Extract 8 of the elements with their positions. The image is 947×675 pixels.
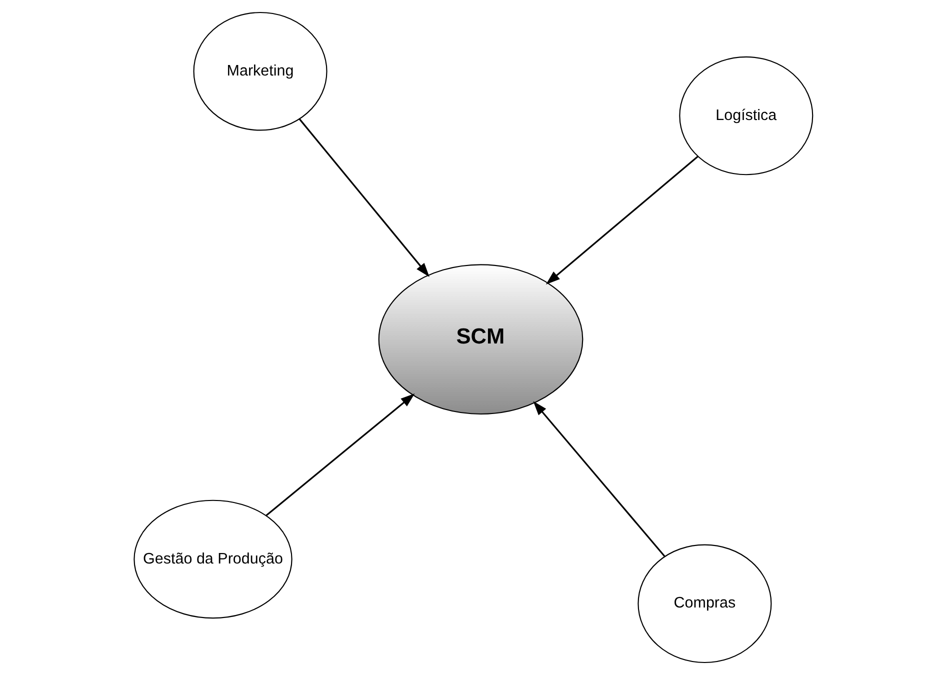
arrow — [546, 156, 698, 284]
arrow — [266, 394, 415, 516]
node-ellipse: Gestão da Produção — [134, 500, 292, 619]
arrow — [298, 118, 430, 277]
node-ellipse: Logística — [679, 56, 814, 176]
node-ellipse: Compras — [638, 544, 772, 664]
arrow — [533, 401, 666, 557]
node-ellipse: Marketing — [193, 12, 328, 131]
